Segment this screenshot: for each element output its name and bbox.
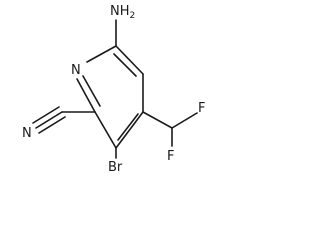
bond-c-f-top <box>171 112 198 129</box>
bond-n1-c2 <box>76 78 96 113</box>
bond-c2-c3 <box>94 111 117 149</box>
atom-nitrile-n: N <box>22 126 32 141</box>
bond-c4-chf2 <box>142 111 173 129</box>
bond-c6-n1 <box>86 45 117 63</box>
bond-c3-c4 <box>115 111 144 149</box>
bond-n1-c2-double <box>82 75 101 107</box>
atom-fluorine-bottom: F <box>167 149 174 164</box>
bond-c5-c6-double <box>113 53 137 77</box>
pyridine-ring <box>76 45 144 149</box>
bond-c3-c4-double <box>117 113 139 141</box>
atom-bromine: Br <box>108 160 123 175</box>
bond-c5-c6 <box>115 45 144 75</box>
nitrile-triple-bond <box>32 106 66 134</box>
chemical-structure: NH2 N N Br F F <box>22 4 205 175</box>
atom-fluorine-top: F <box>198 101 205 116</box>
atom-ring-n: N <box>71 63 81 78</box>
atom-amino-n: NH2 <box>110 4 135 21</box>
